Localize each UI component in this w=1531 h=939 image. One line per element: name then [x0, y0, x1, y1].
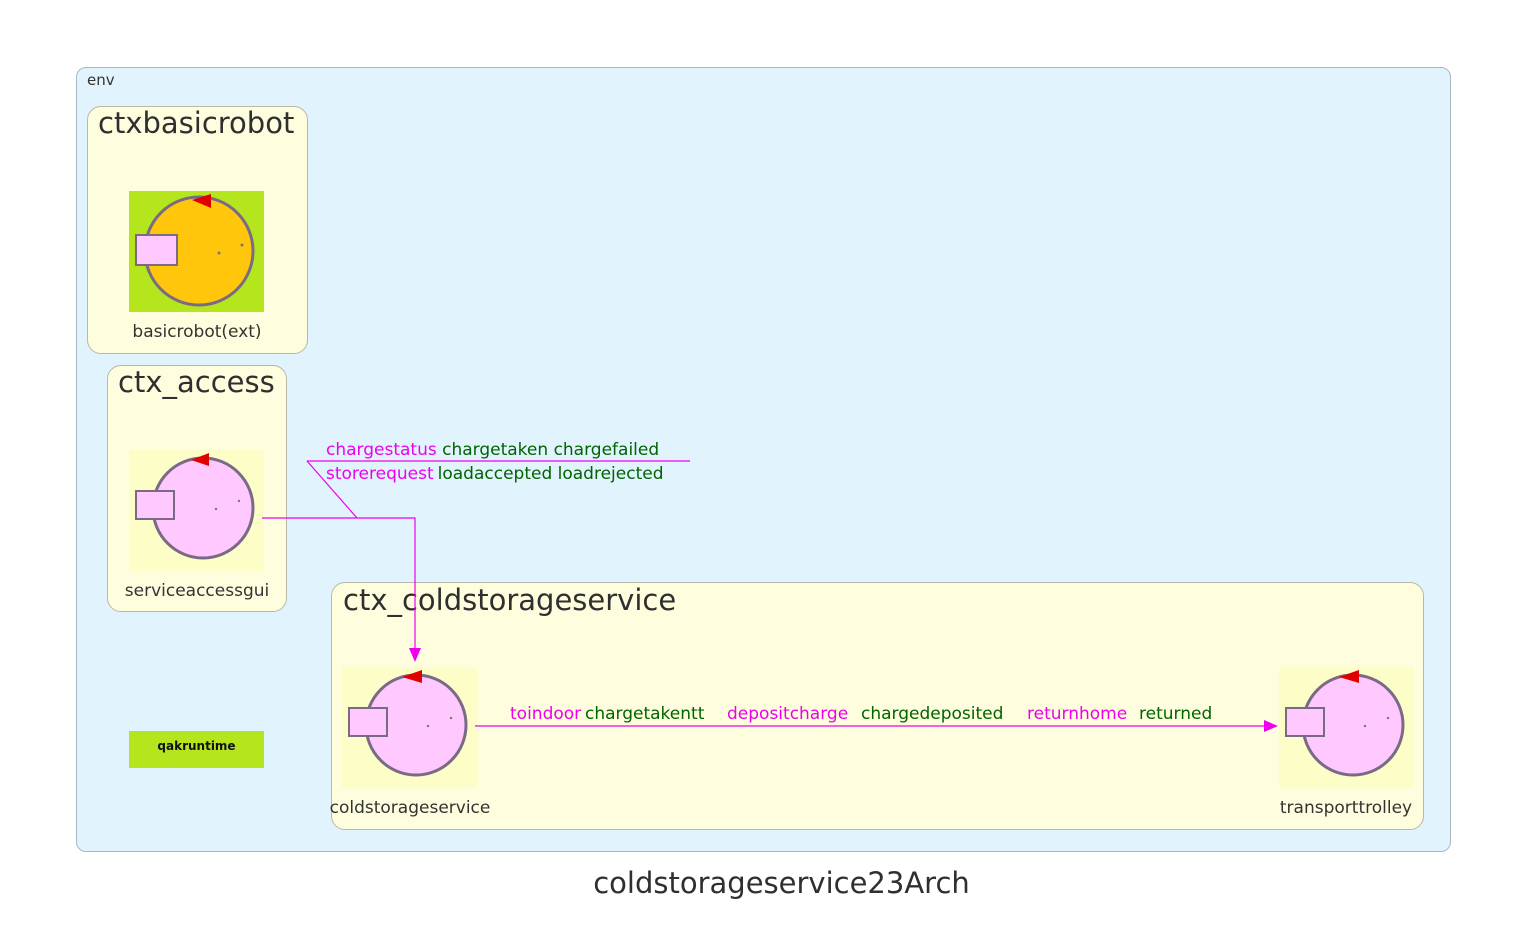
- msg-storerequest: storerequest: [326, 464, 434, 484]
- actor-label-transporttrolley: transporttrolley: [1279, 798, 1413, 818]
- actor-label-coldstorageservice: coldstorageservice: [329, 798, 491, 818]
- arrowhead-icon: [409, 648, 421, 662]
- actor-serviceaccessgui-node[interactable]: [129, 450, 264, 571]
- actor-icon: [135, 194, 255, 307]
- msg-loadaccepted-loadrejected: loadaccepted loadrejected: [437, 464, 664, 484]
- edge-service-to-trolley: [475, 720, 1278, 732]
- context-title-ctx-access: ctx_access: [118, 365, 275, 399]
- msg-chargestatus: chargestatus: [326, 440, 437, 460]
- msg-chargetakentt: chargetakentt: [585, 704, 705, 724]
- diagram-title: coldstorageservice23Arch: [593, 866, 970, 900]
- actor-icon: [1285, 670, 1405, 777]
- actor-icon: [135, 453, 255, 560]
- actor-basicrobot-node[interactable]: [129, 191, 264, 312]
- msg-returned: returned: [1139, 704, 1213, 724]
- actor-transporttrolley-node[interactable]: [1279, 667, 1414, 788]
- env-label: env: [87, 71, 115, 89]
- edge-label-line1: chargestatus chargetaken chargefailed: [326, 440, 659, 460]
- msg-depositcharge: depositcharge: [727, 704, 849, 724]
- msg-chargedeposited: chargedeposited: [861, 704, 1004, 724]
- msg-toindoor: toindoor: [510, 704, 582, 724]
- context-title-ctx-coldstorageservice: ctx_coldstorageservice: [343, 583, 677, 617]
- qakruntime-node: qakruntime: [129, 731, 264, 768]
- context-ctxbasicrobot: [87, 106, 308, 354]
- context-title-ctxbasicrobot: ctxbasicrobot: [98, 106, 295, 140]
- actor-label-serviceaccessgui: serviceaccessgui: [124, 581, 270, 601]
- msg-chargetaken-chargefailed: chargetaken chargefailed: [442, 440, 660, 460]
- msg-returnhome: returnhome: [1027, 704, 1128, 724]
- edge-gui-to-service: [262, 460, 690, 662]
- actor-icon: [348, 670, 468, 777]
- actor-coldstorageservice-node[interactable]: [342, 667, 477, 788]
- arrowhead-icon: [1264, 720, 1278, 732]
- actor-label-basicrobot: basicrobot(ext): [132, 322, 262, 342]
- context-ctx-coldstorageservice: [331, 582, 1424, 830]
